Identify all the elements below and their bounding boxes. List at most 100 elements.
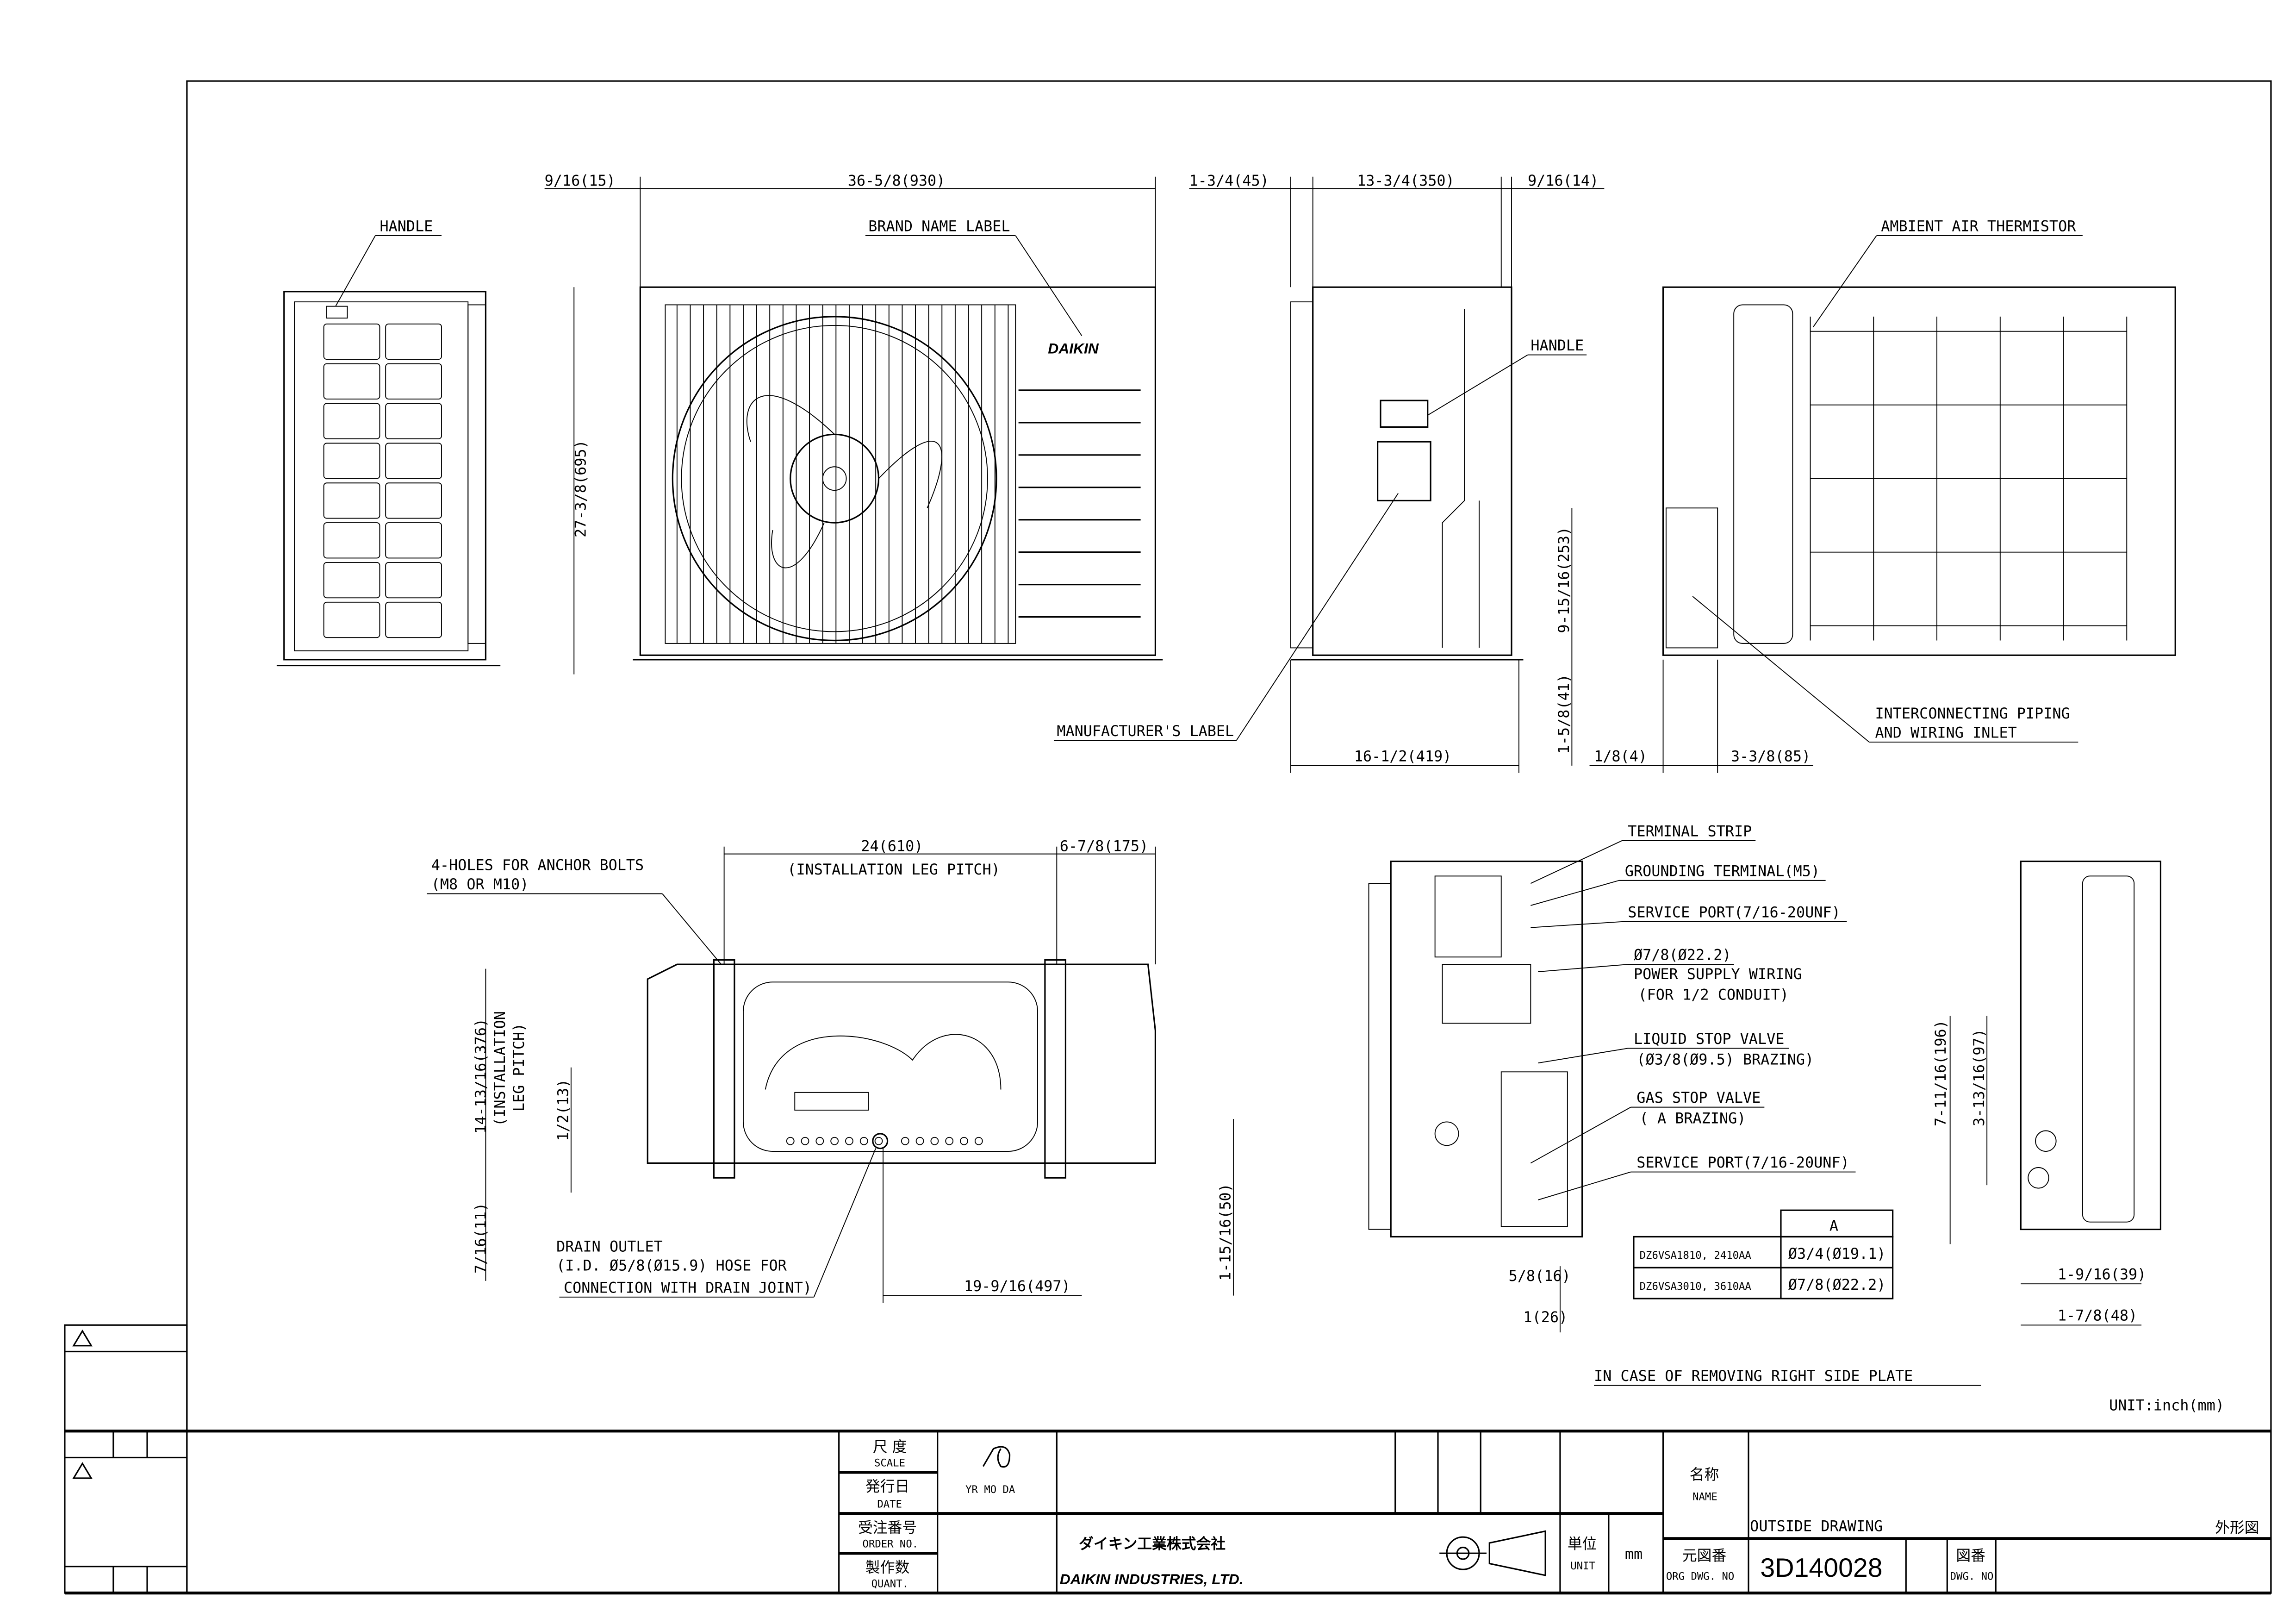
manufacturer-label-area <box>1377 441 1431 501</box>
dim-leg-pitch: 24(610) <box>861 837 923 855</box>
label-manufacturer: MANUFACTURER'S LABEL <box>1057 723 1234 740</box>
grille-cell <box>323 522 380 559</box>
grille-cell <box>323 443 380 479</box>
drain-hole <box>930 1137 939 1145</box>
front-view: DAIKIN BRAND NAME LABEL 9/16(15) 36-5/8(… <box>545 172 1163 675</box>
order-label-en: ORDER NO. <box>863 1538 919 1550</box>
table-row-1-value: Ø3/4(Ø19.1) <box>1788 1245 1886 1262</box>
drain-hole <box>845 1137 853 1145</box>
drain-hole <box>901 1137 909 1145</box>
dim-front-left-gap: 9/16(15) <box>545 172 616 189</box>
removed-plate-view: TERMINAL STRIP GROUNDING TERMINAL(M5) SERV… <box>1368 823 1981 1386</box>
label-handle-right: HANDLE <box>1531 337 1584 354</box>
dim-plate-1: 1(26) <box>1523 1309 1568 1326</box>
label-brand-name: BRAND NAME LABEL <box>868 218 1010 235</box>
dim-drain-height: 1-15/16(50) <box>1217 1183 1234 1281</box>
dim-inlet-bottom: 1-5/8(41) <box>1556 674 1573 754</box>
label-piping-inlet-2: AND WIRING INLET <box>1875 724 2016 741</box>
far-right-view: 7-11/16(196) 3-13/16(97) 1-9/16(39) 1-7/… <box>1932 860 2162 1326</box>
unit-value: mm <box>1625 1546 1643 1563</box>
grille-cell <box>385 363 442 400</box>
title-block: 尺 度 SCALE 発行日 DATE YR MO DA 受注番号 ORDER N… <box>64 1430 2272 1595</box>
drain-hole <box>974 1137 983 1145</box>
drain-hole <box>960 1137 968 1145</box>
plate-label: SERVICE PORT(7/16-20UNF) <box>1628 904 1840 921</box>
label-anchor-2: (M8 OR M10) <box>431 876 529 893</box>
grille-cell <box>323 363 380 400</box>
date-label-jp: 発行日 <box>865 1478 909 1495</box>
dim-leg-pitch-note: (INSTALLATION LEG PITCH) <box>787 861 1000 878</box>
grille-cell <box>323 482 380 519</box>
table-row-2-model: DZ6VSA3010, 3610AA <box>1640 1280 1751 1293</box>
company-name-jp: ダイキン工業株式会社 <box>1079 1536 1226 1553</box>
unit-note: UNIT:inch(mm) <box>2109 1397 2224 1414</box>
dim-front-width: 36-5/8(930) <box>848 172 946 189</box>
plate-label: LIQUID STOP VALVE <box>1634 1031 1784 1048</box>
caption-removed-plate: IN CASE OF REMOVING RIGHT SIDE PLATE <box>1594 1368 1913 1385</box>
org-dwg-number: 3D140028 <box>1760 1553 1882 1583</box>
dim-far-upper: 3-13/16(97) <box>1971 1029 1988 1126</box>
grille-cell <box>385 403 442 439</box>
drain-hole <box>815 1137 824 1145</box>
plate-label: GAS STOP VALVE <box>1636 1089 1761 1106</box>
dim-side-c: 9/16(14) <box>1528 172 1599 189</box>
dim-depth-pitch-1: 14-13/16(376) <box>472 1018 489 1134</box>
label-drain-2: (I.D. Ø5/8(Ø15.9) HOSE FOR <box>556 1257 787 1274</box>
unit-label-en: UNIT <box>1570 1560 1595 1572</box>
revision-triangle-icon <box>72 1329 93 1347</box>
label-drain-3: CONNECTION WITH DRAIN JOINT) <box>564 1279 812 1296</box>
drain-hole <box>874 1137 883 1145</box>
grille-cell <box>385 562 442 599</box>
org-dwg-label-en: ORG DWG. NO <box>1666 1570 1734 1582</box>
dim-far-b: 1-7/8(48) <box>2058 1307 2137 1324</box>
drain-hole <box>915 1137 924 1145</box>
plate-label: GROUNDING TERMINAL(M5) <box>1625 862 1820 880</box>
plate-label: SERVICE PORT(7/16-20UNF) <box>1636 1154 1849 1171</box>
leader-line <box>1531 880 1619 906</box>
scale-symbol <box>982 1446 1011 1468</box>
dim-depth-pitch-2: (INSTALLATION <box>492 1011 509 1126</box>
dim-inlet-width: 3-3/8(85) <box>1731 748 1811 765</box>
label-drain-1: DRAIN OUTLET <box>556 1238 663 1255</box>
date-fields: YR MO DA <box>965 1484 1015 1496</box>
dim-far-total: 7-11/16(196) <box>1932 1020 1949 1126</box>
leader-line <box>1531 921 1622 928</box>
grille-cell <box>323 601 380 638</box>
rear-view: AMBIENT AIR THERMISTOR INTERCONNECTING P… <box>1556 218 2176 773</box>
dim-drain-x: 19-9/16(497) <box>964 1278 1070 1295</box>
dim-front-height: 27-3/8(695) <box>572 440 590 537</box>
drain-hole <box>801 1137 809 1145</box>
grille-cell <box>323 403 380 439</box>
dim-side-b: 13-3/4(350) <box>1357 172 1455 189</box>
dwg-label-en: DWG. NO <box>1950 1570 1994 1582</box>
label-anchor-1: 4-HOLES FOR ANCHOR BOLTS <box>431 857 644 874</box>
dim-7-16: 7/16(11) <box>472 1203 489 1274</box>
grille-cell <box>385 482 442 519</box>
plate-label: Ø7/8(Ø22.2) <box>1634 947 1731 964</box>
leader-line <box>1530 840 1622 884</box>
label-piping-inlet-1: INTERCONNECTING PIPING <box>1875 705 2070 722</box>
right-side-view: HANDLE MANUFACTURER'S LABEL 1-3/4(45) 13… <box>1053 172 1605 773</box>
plate-label: TERMINAL STRIP <box>1628 823 1752 840</box>
plate-label: ( A BRAZING) <box>1640 1110 1746 1127</box>
table-row-1-model: DZ6VSA1810, 2410AA <box>1640 1249 1751 1262</box>
table-row-2-value: Ø7/8(Ø22.2) <box>1788 1276 1886 1293</box>
name-label-jp: 名称 <box>1690 1466 1719 1483</box>
org-dwg-label-jp: 元図番 <box>1682 1547 1726 1564</box>
dim-plate-5-8: 5/8(16) <box>1509 1268 1571 1285</box>
leader-line <box>1538 964 1628 972</box>
revision-blocks <box>64 1324 188 1594</box>
grille-cell <box>385 443 442 479</box>
scale-label-jp: 尺 度 <box>873 1438 907 1455</box>
grille-cell <box>385 522 442 559</box>
unit-label-jp: 単位 <box>1568 1536 1597 1553</box>
dim-side-a: 1-3/4(45) <box>1189 172 1269 189</box>
dim-inlet-left: 1/8(4) <box>1594 748 1647 765</box>
drain-hole <box>945 1137 954 1145</box>
daikin-logo: DAIKIN <box>1048 340 1099 356</box>
scale-label-en: SCALE <box>874 1457 905 1469</box>
dim-far-a: 1-9/16(39) <box>2058 1266 2146 1283</box>
drawing-name: OUTSIDE DRAWING <box>1750 1518 1883 1535</box>
dim-side-depth: 16-1/2(419) <box>1354 748 1452 765</box>
